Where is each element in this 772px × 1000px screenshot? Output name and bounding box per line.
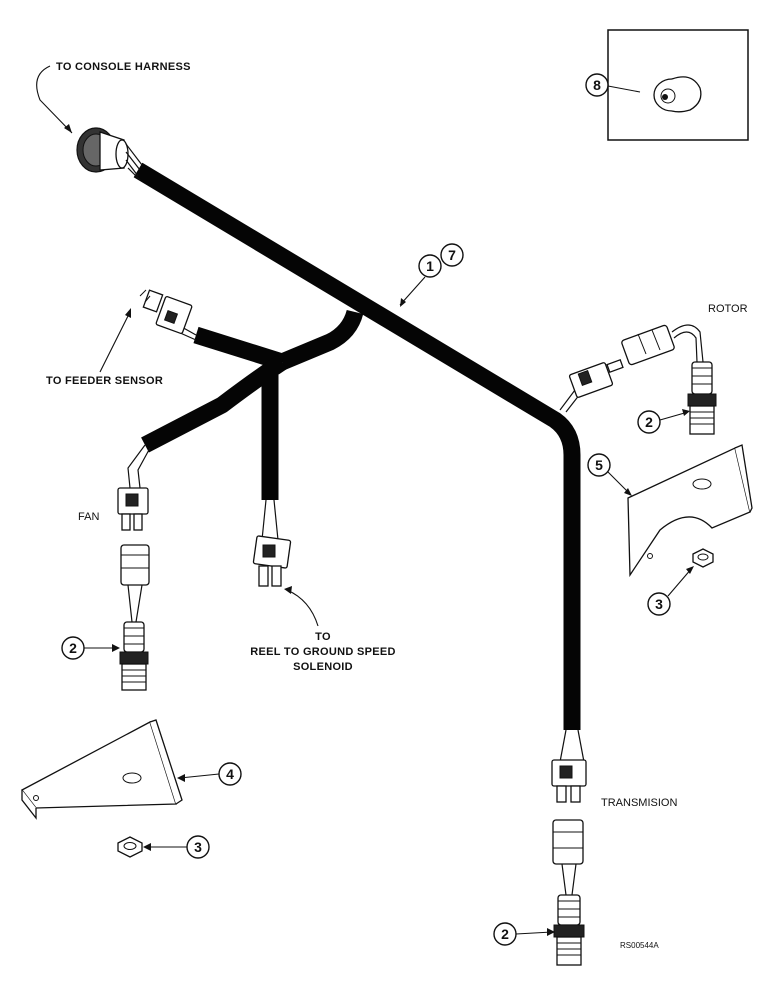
reel-label-line1: TO: [315, 631, 331, 643]
callout-bracket-left-number: 4: [226, 766, 234, 782]
callout-grommet: 8: [585, 73, 641, 97]
callout-rotor-sensor: 2: [637, 409, 690, 434]
callout-nut-left-number: 3: [194, 839, 202, 855]
figure-code: RS00544A: [620, 941, 659, 950]
rotor-assembly: [559, 324, 717, 435]
callout-nut-right-number: 3: [655, 596, 663, 612]
callout-bracket-right-number: 5: [595, 457, 603, 473]
callout-bracket-left: 4: [177, 762, 242, 786]
callout-transmission-sensor: 2: [493, 922, 555, 946]
transmission-label: TRANSMISION: [601, 797, 677, 809]
feeder-sensor-text: TO FEEDER SENSOR: [46, 375, 163, 387]
bracket-left: [21, 719, 183, 820]
grommet-icon: [653, 76, 702, 113]
callout-grommet-number: 8: [593, 77, 601, 93]
reel-solenoid-label: TO REEL TO GROUND SPEED SOLENOID: [250, 586, 396, 673]
callout-fan-sensor-number: 2: [69, 640, 77, 656]
reel-label-line2: REEL TO GROUND SPEED: [250, 646, 396, 658]
main-harness: [133, 162, 581, 730]
bracket-right: [627, 444, 753, 578]
reel-label-line3: SOLENOID: [293, 661, 353, 673]
callout-nut-right: 3: [647, 566, 694, 616]
callout-harness-b: 7: [448, 247, 456, 263]
feeder-sensor-connector: [139, 289, 197, 341]
callout-harness-a: 1: [426, 258, 434, 274]
callout-rotor-sensor-number: 2: [645, 414, 653, 430]
callout-fan-sensor: 2: [61, 636, 120, 660]
grommet-inset: 8: [585, 29, 749, 141]
nut-right-icon: [692, 548, 714, 568]
reel-solenoid-connector: [252, 499, 292, 587]
console-harness-text: TO CONSOLE HARNESS: [56, 61, 191, 73]
fan-assembly: [117, 444, 151, 691]
rotor-label: ROTOR: [708, 303, 748, 315]
console-harness-label: TO CONSOLE HARNESS: [36, 61, 191, 134]
console-connector: [76, 127, 143, 181]
feeder-sensor-label: TO FEEDER SENSOR: [46, 308, 163, 387]
callout-transmission-sensor-number: 2: [501, 926, 509, 942]
fan-label: FAN: [78, 511, 99, 523]
transmission-assembly: [551, 729, 587, 966]
callout-nut-left: 3: [143, 835, 210, 859]
callout-harness: 1 7: [399, 243, 464, 307]
callout-bracket-right: 5: [587, 453, 632, 496]
nut-left-icon: [117, 836, 143, 858]
